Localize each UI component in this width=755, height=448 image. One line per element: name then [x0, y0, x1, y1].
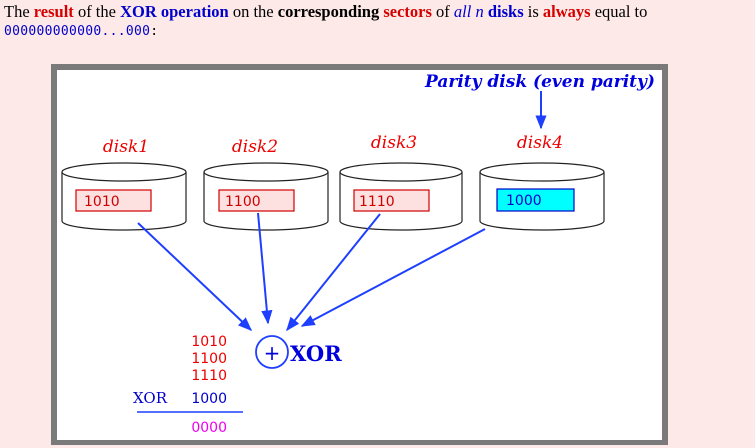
intro-xor-operation: XOR operation: [120, 2, 229, 21]
zeros-line: 000000000000...000:: [4, 24, 158, 39]
calc-result: 0000: [191, 420, 227, 436]
intro-disks: disks: [487, 2, 524, 21]
intro-text: of the: [77, 2, 116, 21]
calc-xor-prefix: XOR: [133, 389, 168, 407]
xor-circle-icon: [255, 335, 289, 369]
disk-name-disk4: disk4: [517, 133, 563, 153]
disk1-value: 1010: [84, 194, 120, 210]
disk3-value-box: [353, 189, 430, 212]
disk4-value: 1000: [506, 193, 542, 209]
arrow-disk3-to-xor: [286, 213, 381, 332]
intro-result: result: [33, 2, 74, 21]
intro-sentence: The result of the XOR operation on the c…: [4, 2, 755, 22]
disk4-value-box: [496, 188, 575, 212]
arrow-disk4-to-xor: [300, 228, 486, 327]
disk2-cylinder: 1100: [203, 162, 329, 231]
disk-name-disk2: disk2: [232, 137, 278, 157]
diagram-canvas: [57, 70, 662, 440]
xor-plus: +: [264, 341, 281, 365]
intro-always: always: [542, 2, 591, 21]
disk-name-disk3: disk3: [371, 133, 417, 153]
calc-line-3: 1110: [191, 368, 227, 384]
calc-line-1: 1010: [191, 334, 227, 350]
disk3-cylinder: 1110: [339, 162, 463, 231]
intro-text: is: [527, 2, 539, 21]
intro-text: The: [4, 2, 30, 21]
disk1-cylinder: 1010: [61, 162, 187, 231]
calc-line-2: 1100: [191, 351, 227, 367]
intro-text: equal to: [594, 2, 648, 21]
zeros-colon: :: [150, 24, 159, 39]
zeros-value: 000000000000...000: [4, 24, 151, 39]
arrow-disk2-to-xor: [257, 212, 273, 325]
disk4-cylinder: 1000: [479, 162, 605, 231]
arrow-disk1-to-xor: [137, 222, 253, 331]
xor-label: XOR: [290, 341, 342, 366]
disk-name-disk1: disk1: [103, 137, 149, 157]
intro-text: of: [436, 2, 450, 21]
intro-all-n: all n: [453, 2, 484, 21]
disk2-value: 1100: [225, 194, 261, 210]
disk1-value-box: [75, 189, 152, 212]
intro-corresponding: corresponding: [277, 2, 380, 21]
disk2-value-box: [218, 189, 295, 212]
calc-xor-value: 1000: [191, 391, 227, 407]
parity-disk-label: Parity disk (even parity): [424, 72, 655, 92]
intro-text: on the: [232, 2, 274, 21]
disk3-value: 1110: [359, 194, 395, 210]
intro-sectors: sectors: [383, 2, 432, 21]
